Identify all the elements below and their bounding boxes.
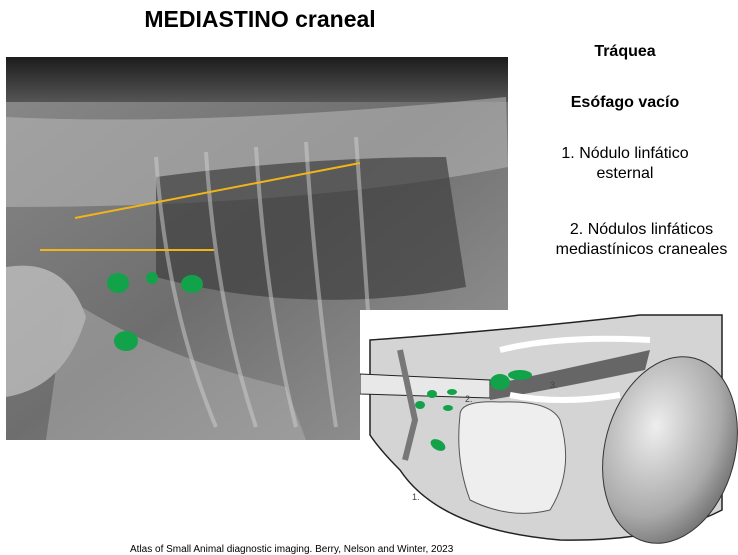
yellow-reference-lines	[40, 162, 361, 251]
node-marker	[107, 273, 129, 293]
marker-1: 1.	[412, 492, 420, 502]
node-marker	[181, 275, 203, 293]
diagram-node-markers	[415, 370, 532, 451]
label-line: 1. Nódulo linfático	[561, 145, 689, 162]
node-marker	[114, 331, 138, 351]
node-marker	[490, 374, 510, 390]
marker-2: 2.	[465, 394, 473, 404]
label-trachea: Tráquea	[594, 43, 656, 60]
lymph-node-markers	[107, 272, 203, 351]
node-marker	[447, 389, 457, 395]
anatomy-diagram: 1. 2. 3.	[360, 310, 738, 546]
label-esophagus: Esófago vacío	[570, 94, 680, 111]
source-caption: Atlas of Small Animal diagnostic imaging…	[130, 544, 454, 555]
node-marker	[430, 439, 446, 451]
node-marker	[443, 405, 453, 411]
node-marker	[508, 370, 532, 380]
label-sternal-node: 1. Nódulo linfático esternal	[540, 144, 710, 184]
node-marker	[427, 390, 437, 398]
label-mediastinal-nodes: 2. Nódulos linfáticos mediastínicos cran…	[545, 220, 738, 260]
marker-3: 3.	[550, 380, 558, 390]
label-line: mediastínicos craneales	[555, 241, 728, 258]
label-line: esternal	[596, 165, 654, 182]
node-marker	[415, 401, 425, 409]
trachea-line	[74, 162, 361, 219]
node-marker	[146, 272, 158, 284]
radiograph-image	[6, 57, 508, 440]
label-line: 2. Nódulos linfáticos	[569, 221, 714, 238]
slide-title: MEDIASTINO craneal	[144, 6, 376, 32]
